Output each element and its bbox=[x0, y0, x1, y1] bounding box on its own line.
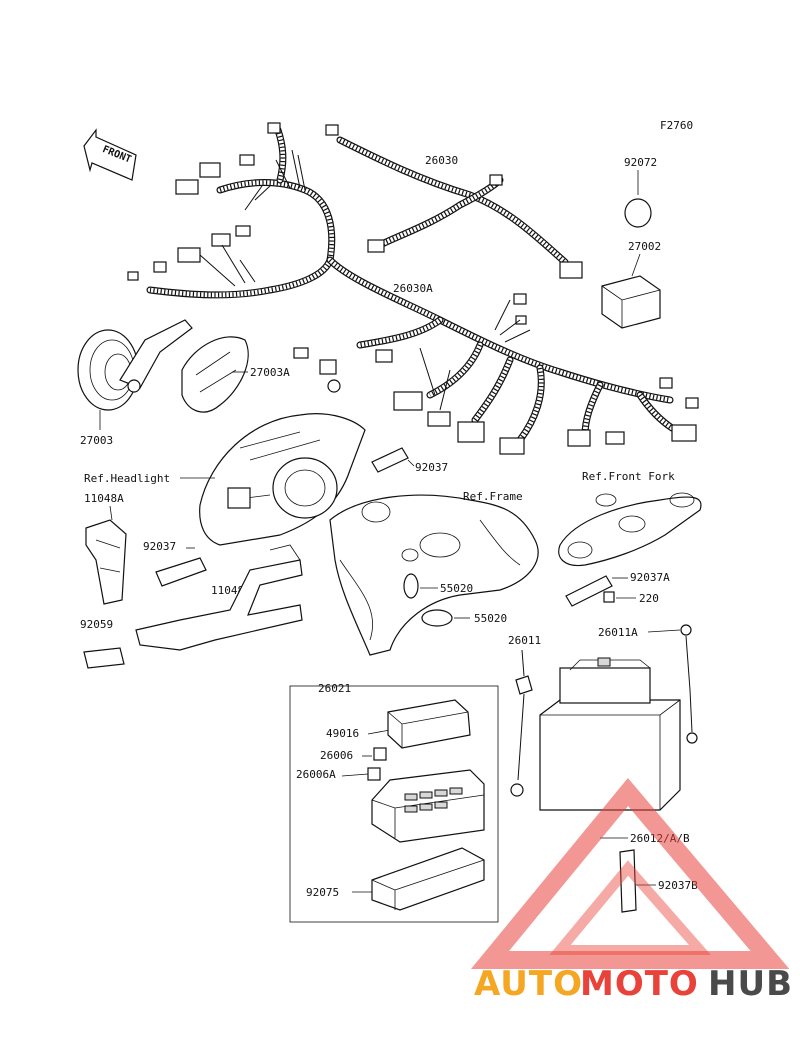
headlight-housing bbox=[199, 413, 366, 546]
label-27003: 27003 bbox=[80, 434, 113, 447]
fuse-box-body bbox=[371, 769, 485, 843]
fuse-26006 bbox=[373, 747, 387, 761]
ref-headlight-label: Ref.Headlight bbox=[84, 472, 170, 485]
label-92059: 92059 bbox=[80, 618, 113, 631]
label-26006: 26006 bbox=[320, 749, 353, 762]
clip-92072 bbox=[624, 198, 652, 228]
label-220: 220 bbox=[639, 592, 659, 605]
horn-27003 bbox=[77, 319, 193, 411]
fork-bracket bbox=[558, 492, 702, 567]
strap-92037a bbox=[565, 575, 613, 607]
horn-bracket-27003a bbox=[181, 336, 249, 413]
bracket-11048a bbox=[85, 519, 127, 605]
ref-frame-label: Ref.Frame bbox=[463, 490, 523, 503]
label-49016: 49016 bbox=[326, 727, 359, 740]
label-55020-b: 55020 bbox=[474, 612, 507, 625]
pad-92059 bbox=[83, 647, 125, 669]
relay-27002 bbox=[601, 275, 661, 329]
label-27002: 27002 bbox=[628, 240, 661, 253]
strap-92037b bbox=[619, 849, 637, 913]
fuse-box-tray-92075 bbox=[371, 847, 485, 911]
frame-section bbox=[329, 494, 539, 656]
figure-code: F2760 bbox=[660, 119, 693, 132]
label-92037a: 92037A bbox=[630, 571, 670, 584]
label-26006a: 26006A bbox=[296, 768, 336, 781]
label-92037-top: 92037 bbox=[415, 461, 448, 474]
automotohub-watermark: AUTO MOTO HUB bbox=[470, 777, 793, 1004]
bolt-220 bbox=[603, 591, 615, 603]
strap-92037-mid bbox=[155, 557, 207, 587]
label-92037-mid: 92037 bbox=[143, 540, 176, 553]
label-26021: 26021 bbox=[318, 682, 351, 695]
watermark-moto: MOTO bbox=[580, 964, 699, 1004]
label-26011: 26011 bbox=[508, 634, 541, 647]
label-26030: 26030 bbox=[425, 154, 458, 167]
label-26030a: 26030A bbox=[393, 282, 433, 295]
label-92072: 92072 bbox=[624, 156, 657, 169]
fuse-box-group-border bbox=[289, 685, 499, 923]
grommet-55020-b bbox=[421, 609, 453, 627]
main-wiring-harness bbox=[127, 122, 699, 455]
bracket-11048 bbox=[135, 544, 303, 651]
label-27003a: 27003A bbox=[250, 366, 290, 379]
grommet-55020-a bbox=[403, 573, 419, 599]
watermark-hub: HUB bbox=[708, 964, 793, 1004]
label-92037b: 92037B bbox=[658, 879, 698, 892]
sub-harness-26030 bbox=[325, 124, 583, 279]
strap-92037-top bbox=[371, 447, 409, 473]
watermark-auto: AUTO bbox=[474, 964, 583, 1004]
label-11048: 11048 bbox=[211, 584, 244, 597]
fuse-cover-49016 bbox=[387, 699, 471, 749]
label-11048a: 11048A bbox=[84, 492, 124, 505]
fuse-26006a bbox=[367, 767, 381, 781]
front-arrow: FRONT bbox=[83, 128, 137, 181]
label-92075: 92075 bbox=[306, 886, 339, 899]
lead-26011 bbox=[510, 649, 533, 797]
battery-26012 bbox=[539, 657, 681, 811]
ref-front-fork-label: Ref.Front Fork bbox=[582, 470, 675, 483]
label-55020-a: 55020 bbox=[440, 582, 473, 595]
label-26011a: 26011A bbox=[598, 626, 638, 639]
lead-26011a bbox=[680, 624, 698, 744]
